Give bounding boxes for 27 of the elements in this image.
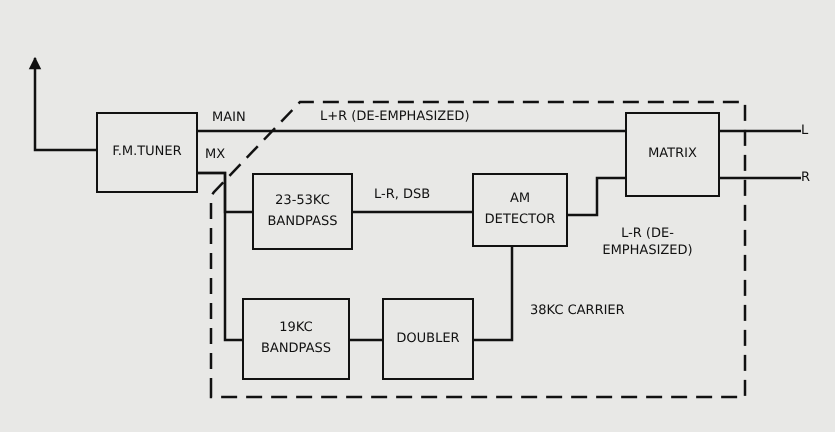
signal-line — [720, 176, 801, 180]
output-label: L — [801, 121, 815, 141]
box-label: AM DETECTOR — [484, 190, 556, 229]
process-box — [472, 173, 568, 247]
signal-line — [350, 338, 382, 342]
box-label: MATRIX — [647, 145, 698, 164]
process-box — [242, 298, 350, 380]
signal-line — [353, 210, 472, 214]
signal-label: L-R (DE-EMPHASIZED) — [601, 226, 694, 260]
signal-label: MAIN — [212, 110, 246, 127]
process-box — [96, 112, 198, 193]
process-box — [382, 298, 474, 380]
box-label: DOUBLER — [395, 330, 461, 348]
arrow — [28, 56, 96, 152]
signal-line — [474, 247, 514, 342]
box-label: 19KC BANDPASS — [260, 319, 332, 358]
dashed-boundary — [208, 100, 748, 400]
box-label: 23-53KC BANDPASS — [266, 192, 338, 230]
process-box — [625, 112, 720, 197]
output-label: R — [801, 168, 815, 188]
box-label: F.M.TUNER — [111, 143, 183, 162]
signal-line — [568, 176, 625, 216]
signal-label: MX — [205, 147, 226, 164]
process-box — [252, 173, 353, 250]
signal-line — [720, 130, 801, 132]
signal-line — [198, 130, 625, 132]
signal-line — [198, 172, 242, 342]
